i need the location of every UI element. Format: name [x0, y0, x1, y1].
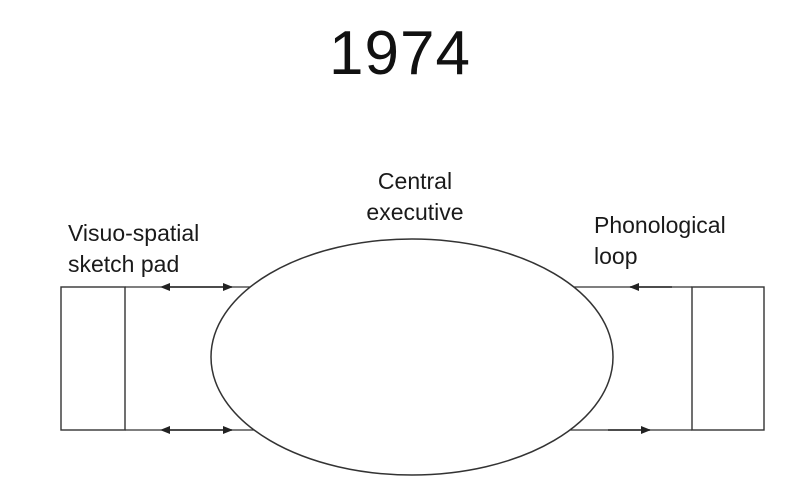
left-bottom-arrowhead-back: [160, 426, 170, 434]
visuospatial-label: Visuo-spatial sketch pad: [68, 218, 199, 280]
central-executive-line2: executive: [366, 199, 464, 225]
phonological-line2: loop: [594, 243, 638, 269]
visuospatial-line2: sketch pad: [68, 251, 180, 277]
central-executive-label: Central executive: [340, 166, 490, 228]
slide-title: 1974: [329, 19, 471, 88]
phonological-label: Phonological loop: [594, 210, 726, 272]
left-top-arrowhead-back: [160, 283, 170, 291]
phonological-line1: Phonological: [594, 212, 726, 238]
central-executive-ellipse: [210, 238, 614, 476]
central-executive-line1: Central: [377, 168, 453, 194]
visuospatial-line1: Visuo-spatial: [68, 220, 200, 246]
